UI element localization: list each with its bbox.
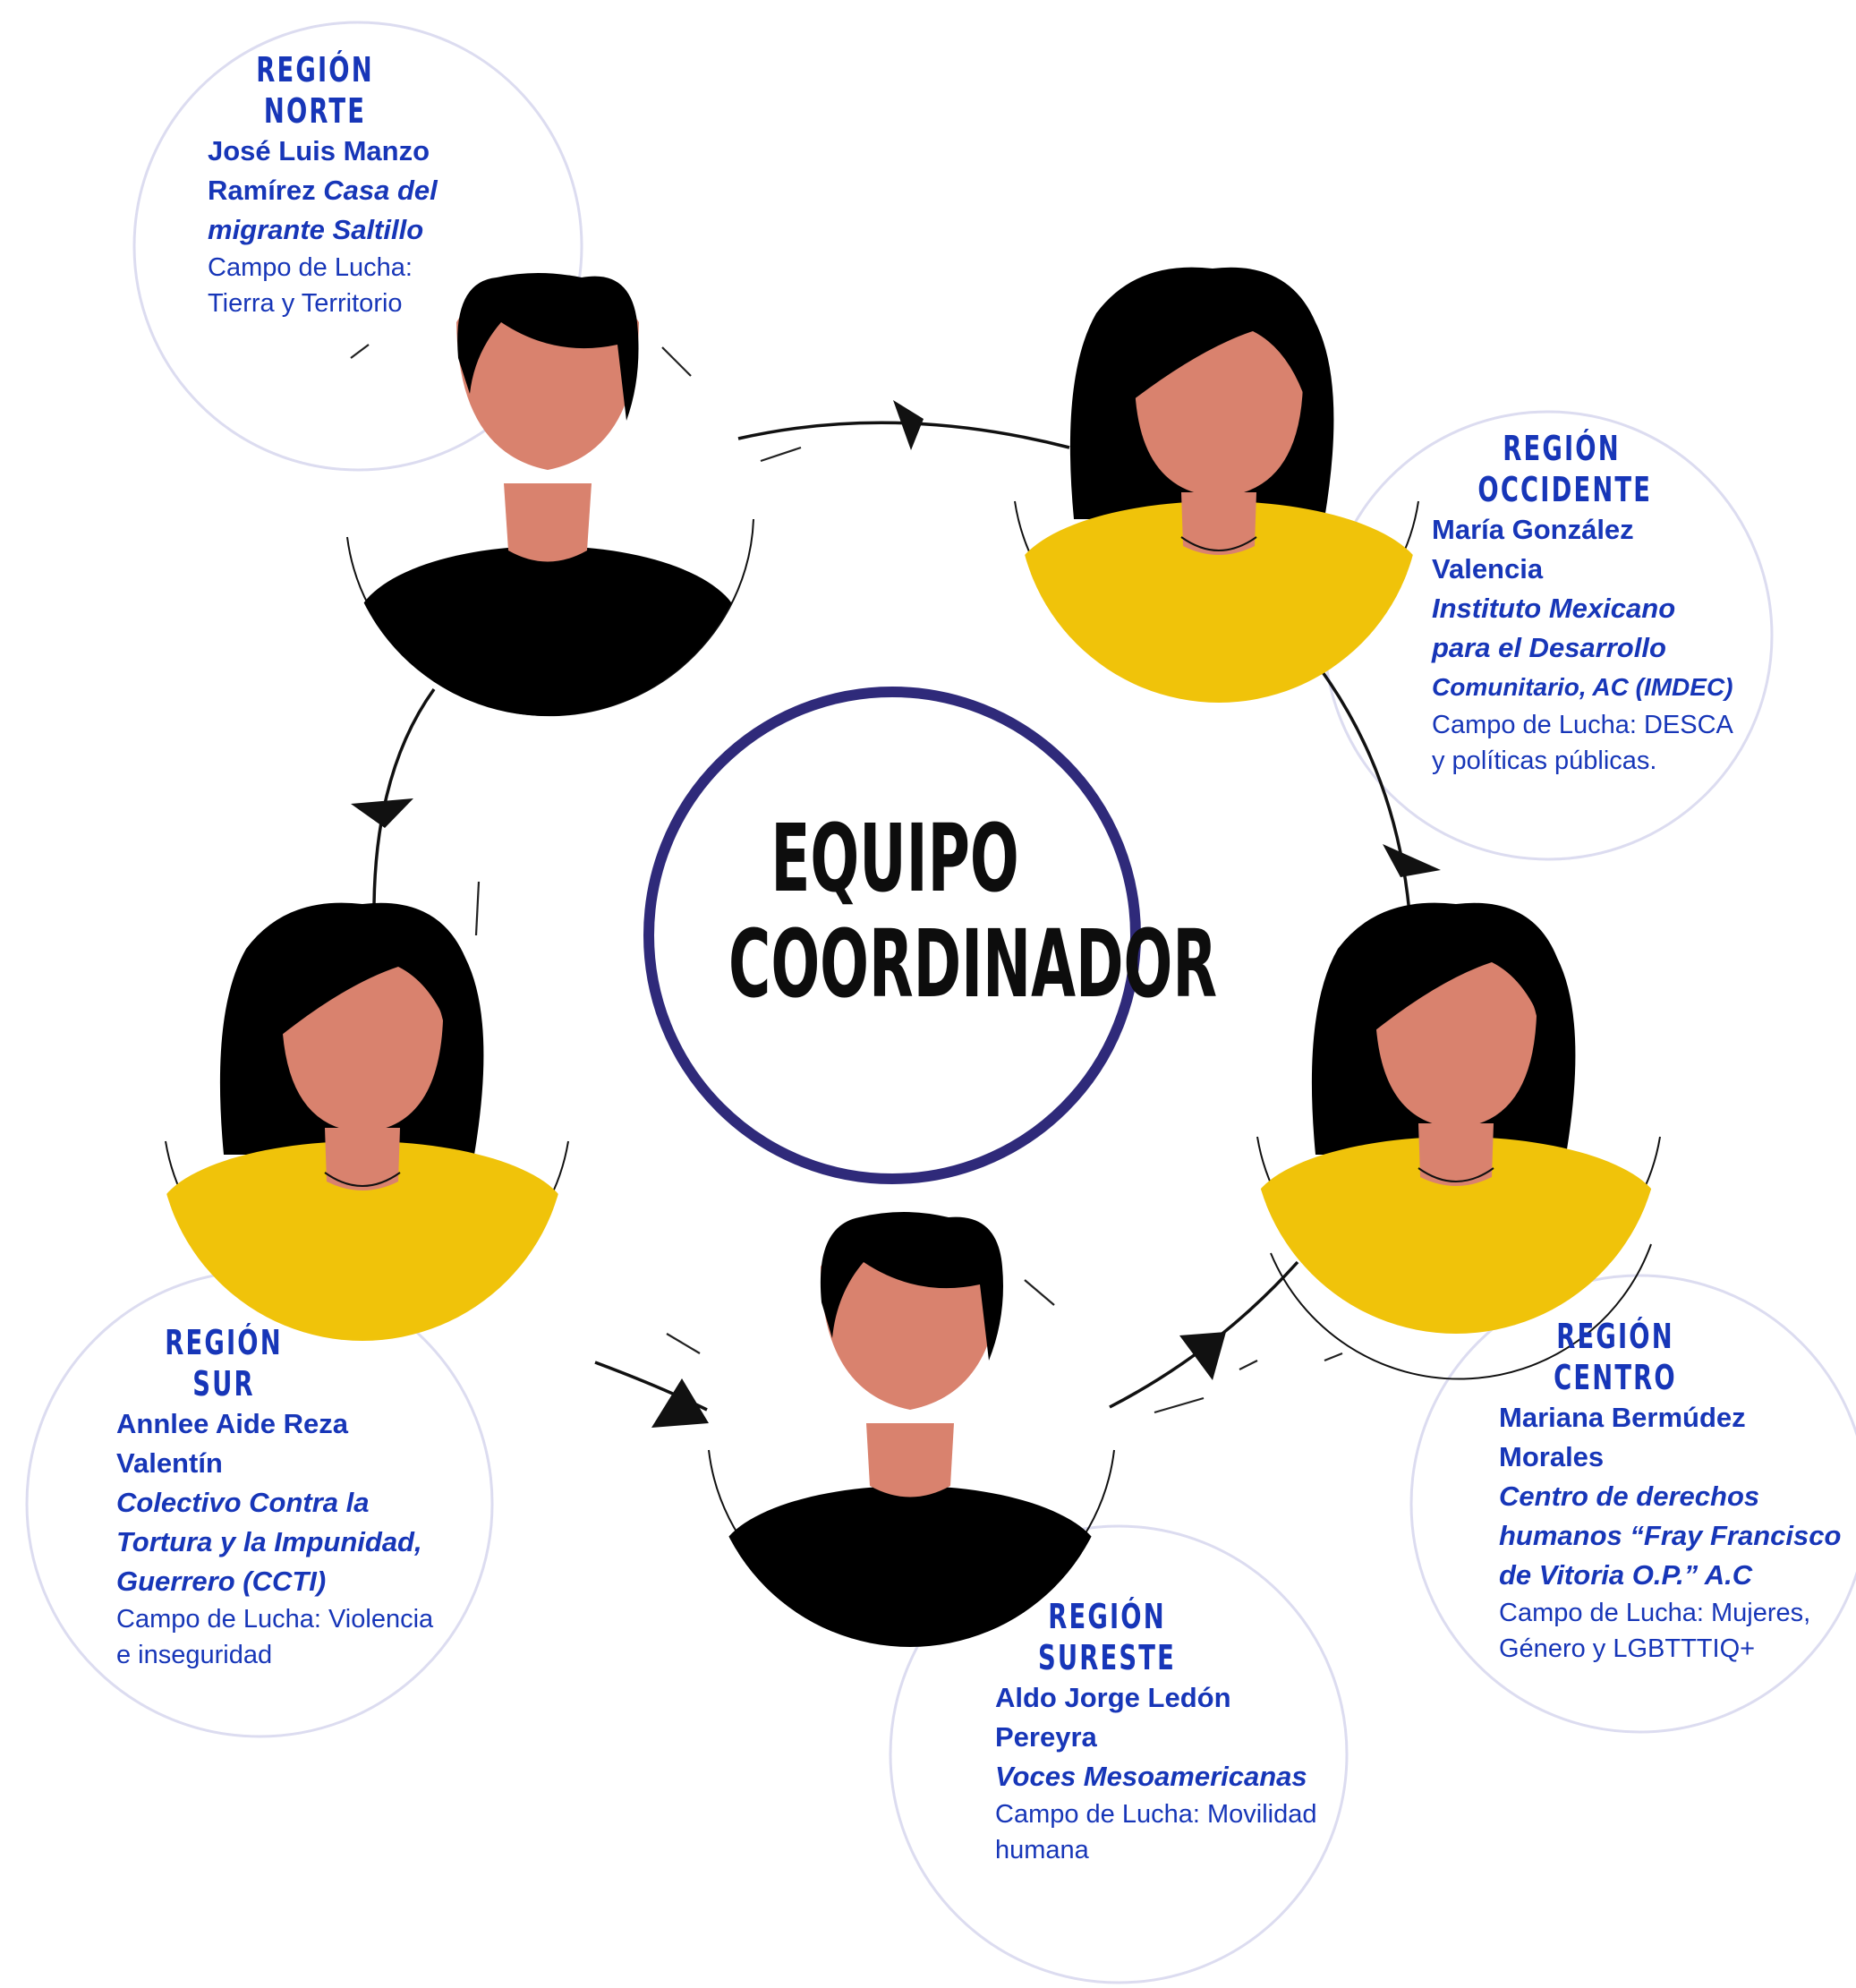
arc-occidente-centro (1314, 661, 1411, 914)
avatar-norte (346, 273, 754, 717)
org-line-2: Tortura y la Impunidad, (116, 1526, 422, 1557)
field-line-2: e inseguridad (116, 1641, 273, 1669)
member-name-line2: Ramírez Casa del (208, 171, 458, 210)
member-name-line2: Valentín (116, 1447, 223, 1479)
org-line-1: Colectivo Contra la (116, 1487, 370, 1518)
org-line-1: Instituto Mexicano (1432, 593, 1676, 624)
org-line-3: Comunitario, AC (IMDEC) (1432, 673, 1733, 701)
bubble-norte (132, 21, 583, 472)
arrowhead-5 (351, 798, 413, 828)
org-name: migrante Saltillo (208, 214, 424, 245)
org-line-1: Centro de derechos (1499, 1480, 1760, 1512)
org-line-2: para el Desarrollo (1432, 632, 1666, 663)
member-name: Mariana Bermúdez (1499, 1402, 1746, 1433)
avatar-centro (1252, 902, 1661, 1380)
region-sur: REGIÓN SUR Annlee Aide Reza Valentín Col… (116, 1322, 456, 1673)
region-title: REGIÓN OCCIDENTE (1477, 429, 1653, 509)
member-name: Aldo Jorge Ledón (995, 1682, 1231, 1713)
member-name-part: Ramírez (208, 175, 316, 206)
bubble-centro (1409, 1274, 1856, 1734)
region-title: REGIÓN CENTRO (1554, 1317, 1677, 1397)
center-title: EQUIPO COORDINADOR (728, 804, 1217, 1019)
org-line-1: Voces Mesoamericanas (995, 1761, 1307, 1792)
field-line-2: y políticas públicas. (1432, 747, 1657, 775)
region-centro: REGIÓN CENTRO Mariana Bermúdez Morales C… (1499, 1316, 1843, 1667)
arc-sur-norte (372, 687, 436, 905)
field-line-1: Campo de Lucha: Violencia (116, 1605, 434, 1634)
field-line-2: Género y LGBTTTIQ+ (1499, 1634, 1756, 1663)
org-line-3: Guerrero (CCTI) (116, 1566, 327, 1597)
field-line-1: Campo de Lucha: Movilidad (995, 1800, 1317, 1829)
field-line-2: humana (995, 1836, 1089, 1864)
member-name-line2: Morales (1499, 1441, 1605, 1472)
region-norte: REGIÓN NORTE José Luis Manzo Ramírez Cas… (208, 49, 458, 321)
arrowheads (351, 400, 1441, 1428)
avatar-sureste (708, 1212, 1115, 1647)
member-name: María González (1432, 514, 1634, 545)
region-sureste: REGIÓN SURESTE Aldo Jorge Ledón Pereyra … (995, 1596, 1335, 1868)
member-name: Annlee Aide Reza (116, 1408, 348, 1439)
region-title: REGIÓN SURESTE (1038, 1597, 1176, 1677)
member-name: José Luis Manzo (208, 135, 430, 166)
arrowhead-1 (893, 400, 924, 450)
dash-marks (350, 344, 1343, 1414)
avatar-occidente (1014, 267, 1420, 703)
avatar-sur (158, 902, 569, 1341)
arrowhead-2 (1383, 844, 1441, 877)
field-line-1: Campo de Lucha: DESCA (1432, 711, 1733, 739)
arc-norte-occidente (737, 421, 1070, 449)
field-line-2: Tierra y Territorio (208, 289, 403, 318)
bubble-sureste (889, 1524, 1349, 1984)
org-name-part: Casa del (323, 175, 438, 206)
field-line-1: Campo de Lucha: Mujeres, (1499, 1599, 1811, 1627)
region-occidente: REGIÓN OCCIDENTE María González Valencia… (1432, 428, 1754, 779)
arrowhead-3 (1179, 1332, 1226, 1380)
arrowhead-4 (651, 1378, 709, 1428)
member-name-line2: Pereyra (995, 1721, 1097, 1753)
center-ring (643, 687, 1141, 1184)
member-name-line2: Valencia (1432, 553, 1544, 584)
org-line-3: de Vitoria O.P.” A.C (1499, 1559, 1753, 1591)
region-title: REGIÓN NORTE (256, 50, 374, 131)
field-line-1: Campo de Lucha: (208, 253, 413, 282)
org-line-2: humanos “Fray Francisco (1499, 1520, 1842, 1551)
region-title: REGIÓN SUR (165, 1323, 283, 1404)
